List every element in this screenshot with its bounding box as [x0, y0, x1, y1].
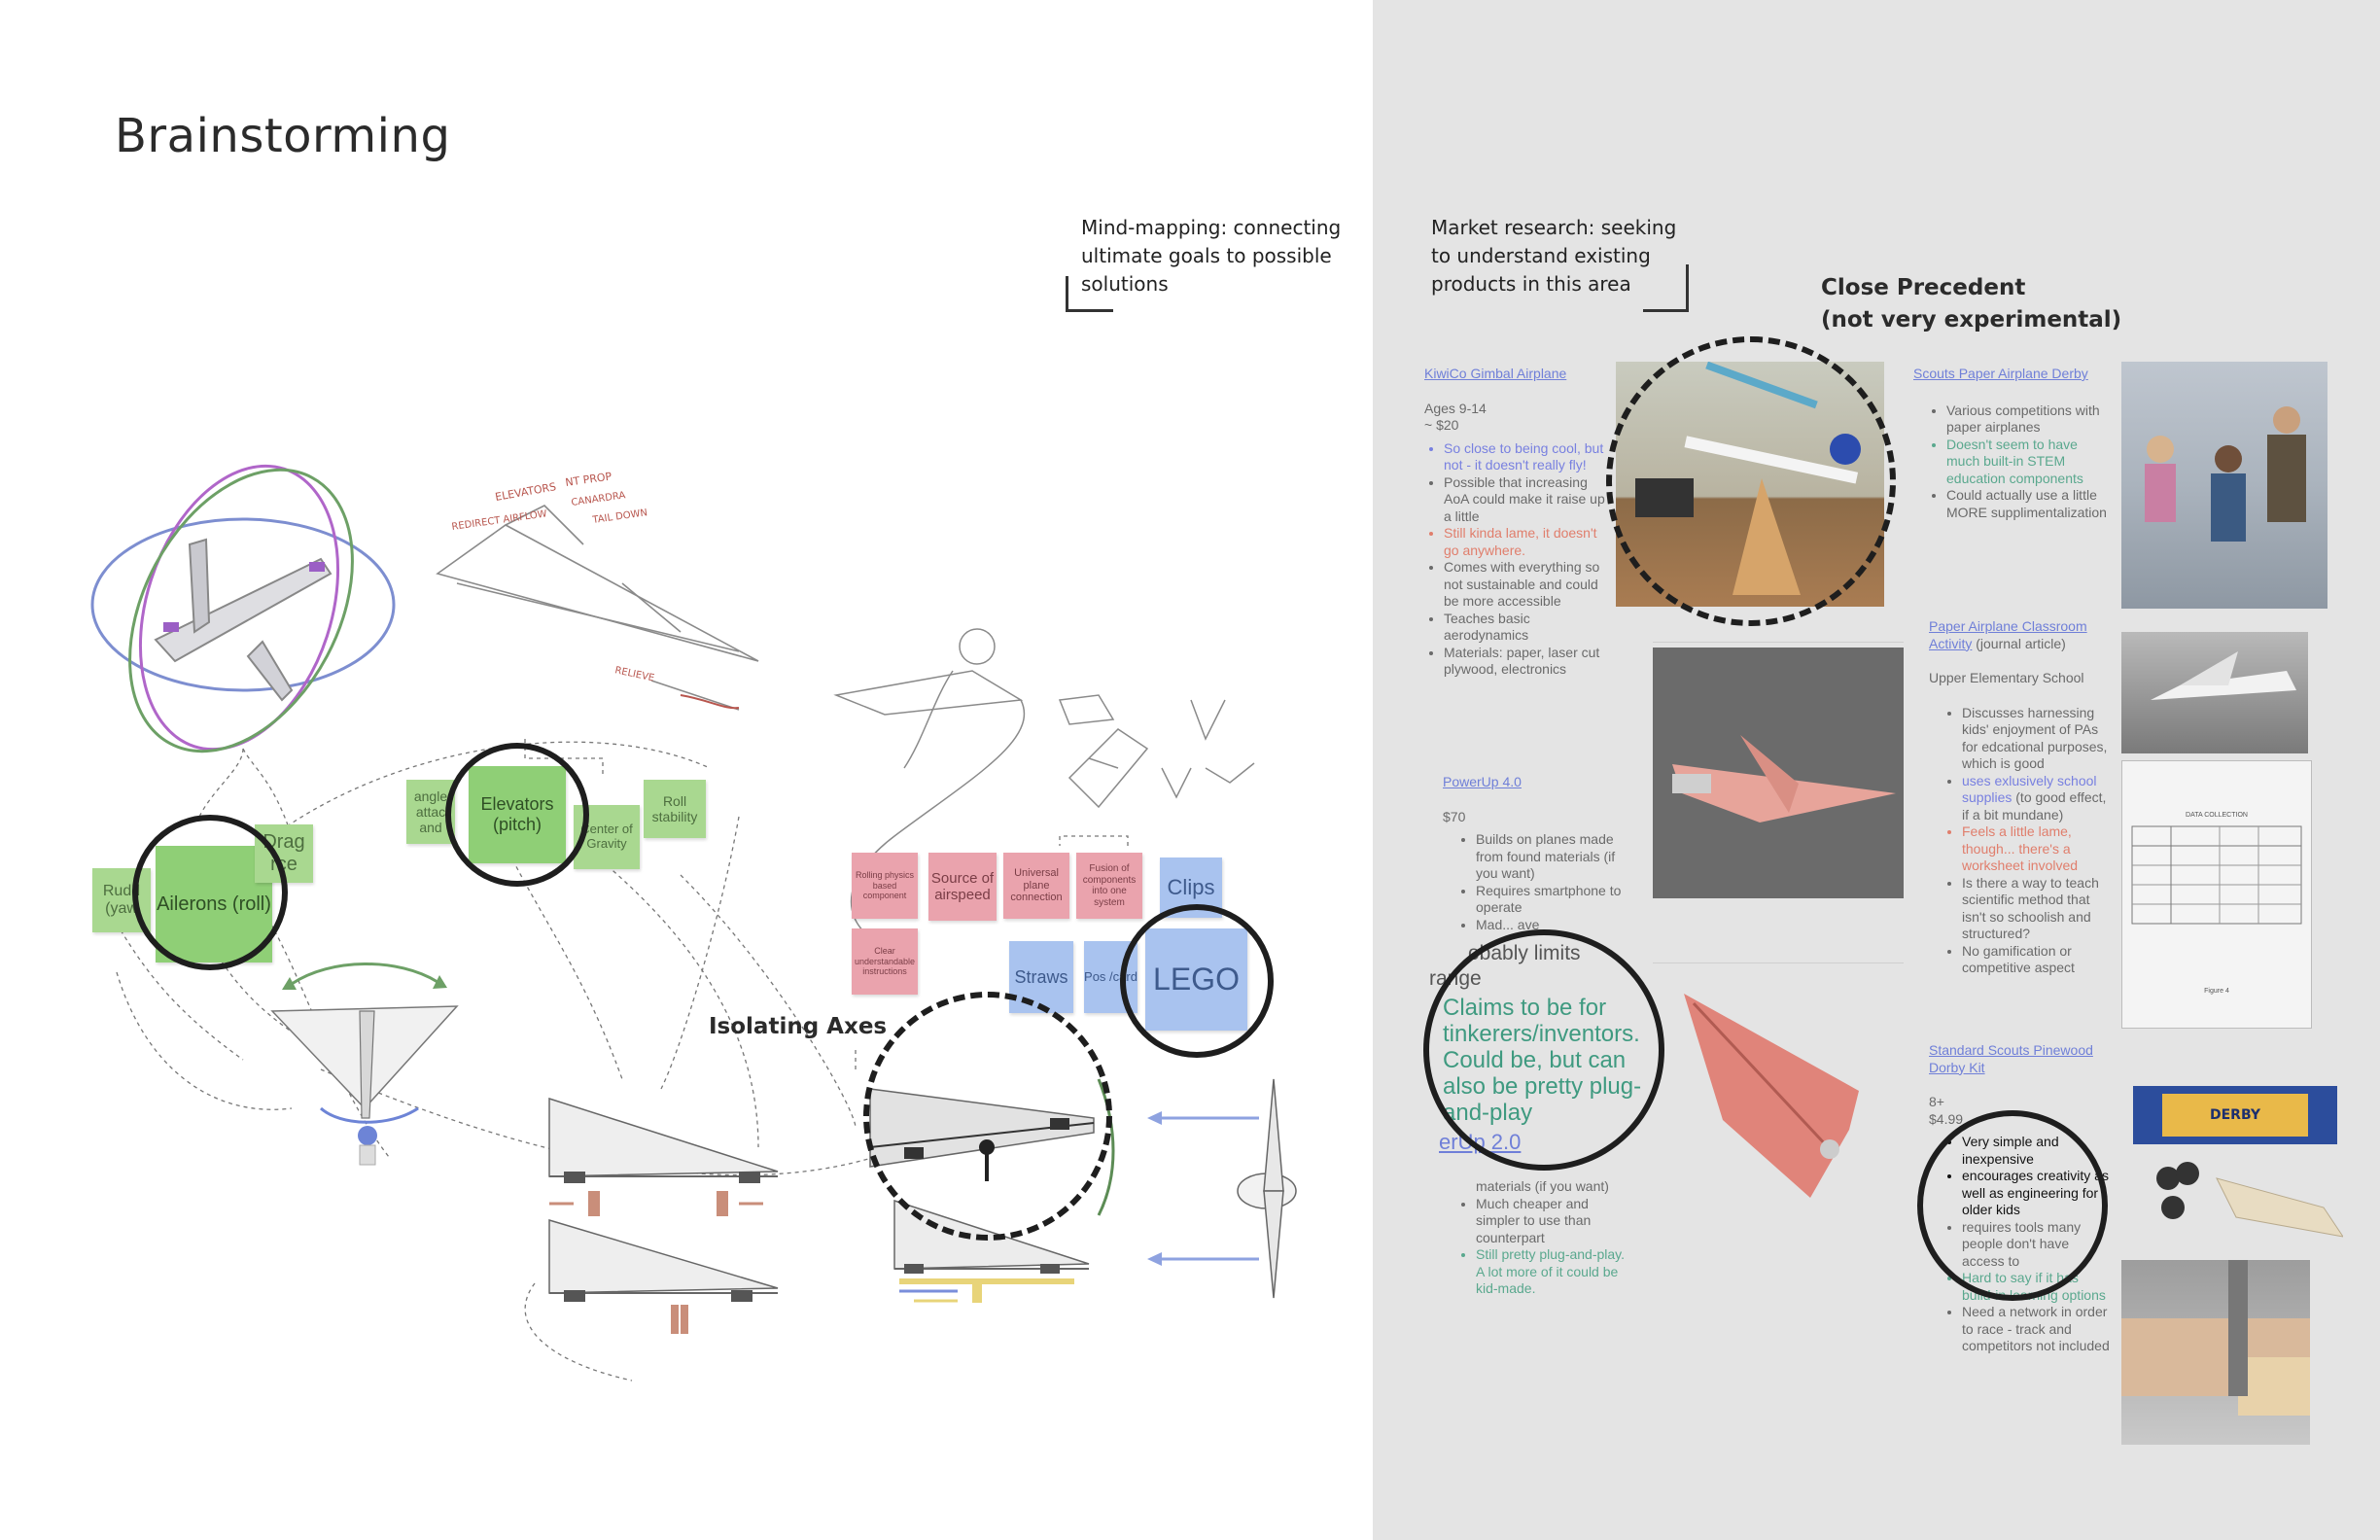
- scouts-bullets: Various competitions with paper airplane…: [1913, 402, 2108, 522]
- kiwico-price: ~ $20: [1424, 417, 1459, 433]
- list-item: materials (if you want): [1476, 1178, 1609, 1194]
- sketch-label-tail-down: TAIL DOWN: [591, 508, 648, 526]
- classroom-level: Upper Elementary School: [1929, 670, 2084, 685]
- derby-kit-photo: [2149, 1149, 2345, 1260]
- divider: [1653, 962, 1904, 963]
- powerup-bullets: Builds on planes made from found materia…: [1443, 831, 1637, 933]
- list-item: Mad... ave: [1476, 917, 1637, 934]
- list-item: uses exlusively school supplies (to good…: [1962, 773, 2114, 824]
- list-item: Doesn't seem to have much built-in STEM …: [1946, 437, 2108, 488]
- highlight-ring-elevators: [445, 743, 589, 887]
- derby-box-photo: DERBY: [2133, 1086, 2337, 1144]
- powerup2-photo: [1664, 974, 1904, 1225]
- highlight-ring-derby: [1917, 1110, 2108, 1301]
- list-item: Discusses harnessing kids' enjoyment of …: [1962, 705, 2114, 773]
- scouts-link[interactable]: Scouts Paper Airplane Derby: [1913, 366, 2088, 381]
- powerup-column: PowerUp 4.0 $70 Builds on planes made fr…: [1443, 774, 1637, 933]
- classroom-column: Paper Airplane Classroom Activity (journ…: [1929, 618, 2114, 977]
- kiwico-column: KiwiCo Gimbal Airplane Ages 9-14 ~ $20 S…: [1424, 366, 1614, 679]
- wing-sketch-1: [548, 1097, 779, 1216]
- page-title: Brainstorming: [115, 109, 451, 163]
- powerup-price: $70: [1443, 808, 1466, 824]
- derby-price: $4.99: [1929, 1110, 1964, 1127]
- isolating-axes-heading: Isolating Axes: [709, 1014, 888, 1039]
- sticky-rolling-physics: Rolling physics based component: [852, 853, 918, 919]
- close-precedent-heading: Close Precedent (not very experimental): [1821, 272, 2121, 336]
- derby-ages: 8+: [1929, 1094, 1944, 1109]
- powerup2-column: materials (if you want) Much cheaper and…: [1443, 1178, 1628, 1298]
- derby-cutting-photo: [2121, 1260, 2310, 1445]
- sketch-canvas: ELEVATORS REDIRECT AIRFLOW NT PROP CANAR…: [90, 464, 1297, 1382]
- roll-sketch: [270, 962, 459, 1166]
- sticky-source-airspeed: Source of airspeed: [928, 853, 997, 921]
- worksheet-photo: DATA COLLECTION Figure 4: [2121, 760, 2312, 1029]
- sticky-roll-stability: Roll stability: [644, 780, 706, 838]
- list-item: Teaches basic aerodynamics: [1444, 611, 1614, 645]
- list-item: Is there a way to teach scientific metho…: [1962, 875, 2114, 943]
- classroom-photo: [2121, 632, 2308, 753]
- mindmap-bracket: [1066, 276, 1113, 312]
- list-item: Various competitions with paper airplane…: [1946, 402, 2108, 437]
- derby-box-label: DERBY: [2162, 1094, 2308, 1137]
- list-item: Feels a little lame, though... there's a…: [1962, 823, 2114, 875]
- list-item: Requires smartphone to operate: [1476, 883, 1637, 917]
- powerup-link[interactable]: PowerUp 4.0: [1443, 774, 1522, 789]
- list-item: So close to being cool, but not - it doe…: [1444, 440, 1614, 474]
- kiwico-link[interactable]: KiwiCo Gimbal Airplane: [1424, 366, 1567, 381]
- sketch-label-canard: CANARDRA: [571, 490, 626, 508]
- sketch-label-elevators: ELEVATORS: [494, 480, 557, 504]
- divider: [1653, 642, 1904, 643]
- highlight-ring-powerup: [1423, 929, 1664, 1171]
- list-item: Materials: paper, laser cut plywood, ele…: [1444, 645, 1614, 679]
- close-precedent-line1: Close Precedent: [1821, 275, 2026, 300]
- list-item-highlight: uses exlusively school supplies: [1962, 772, 2097, 806]
- highlight-ring-ailerons: [132, 815, 288, 970]
- list-item: Could actually use a little MORE supplim…: [1946, 487, 2108, 521]
- highlight-ring-lego: [1120, 904, 1274, 1058]
- kiwico-bullets: So close to being cool, but not - it doe…: [1424, 440, 1614, 679]
- list-item: Much cheaper and simpler to use than cou…: [1476, 1196, 1628, 1247]
- list-item: Need a network in order to race - track …: [1962, 1304, 2114, 1355]
- powerup-photo: [1653, 648, 1904, 898]
- list-item: Possible that increasing AoA could make …: [1444, 474, 1614, 526]
- worksheet-figure: Figure 4: [2204, 988, 2229, 995]
- market-bracket: [1643, 264, 1689, 312]
- sticky-fusion: Fusion of components into one system: [1076, 853, 1142, 919]
- launcher-sketches: [833, 628, 1255, 934]
- sticky-universal-plane: Universal plane connection: [1003, 853, 1069, 919]
- classroom-suffix: (journal article): [1976, 635, 2066, 651]
- sketch-label-nt-prop: NT PROP: [565, 470, 613, 489]
- list-item-tail: (to good effect, if a bit mundane): [1962, 789, 2107, 822]
- close-precedent-line2: (not very experimental): [1821, 307, 2122, 332]
- wing-sketch-2: [548, 1218, 779, 1334]
- scouts-column: Scouts Paper Airplane Derby Various comp…: [1913, 366, 2108, 521]
- scouts-photo: [2121, 362, 2328, 609]
- derby-link[interactable]: Standard Scouts Pinewood Dorby Kit: [1929, 1042, 2093, 1075]
- list-item: Builds on planes made from found materia…: [1476, 831, 1637, 883]
- list-item: Still kinda lame, it doesn't go anywhere…: [1444, 525, 1614, 559]
- sticky-clear-instructions: Clear understandable instructions: [852, 928, 918, 995]
- list-item: Still pretty plug-and-play. A lot more o…: [1476, 1246, 1628, 1298]
- powerup2-bullets: materials (if you want) Much cheaper and…: [1443, 1178, 1628, 1298]
- list-item: No gamification or competitive aspect: [1962, 943, 2114, 977]
- gimbal-plane-sketch: [90, 464, 396, 753]
- classroom-link[interactable]: Paper Airplane Classroom Activity: [1929, 618, 2087, 651]
- classroom-bullets: Discusses harnessing kids' enjoyment of …: [1929, 705, 2114, 977]
- list-item: Comes with everything so not sustainable…: [1444, 559, 1614, 611]
- paper-plane-sketch-1: [436, 505, 759, 711]
- propeller-sketch: [1147, 1078, 1297, 1299]
- highlight-ring-kiwico: [1606, 336, 1896, 626]
- market-caption: Market research: seeking to understand e…: [1431, 216, 1677, 296]
- sketch-label-relieve: RELIEVE: [613, 665, 655, 683]
- kiwico-ages: Ages 9-14: [1424, 400, 1487, 416]
- highlight-ring-isolating-axes: [863, 992, 1112, 1241]
- worksheet-header: DATA COLLECTION: [2186, 812, 2248, 819]
- mindmap-caption: Mind-mapping: connecting ultimate goals …: [1081, 216, 1342, 296]
